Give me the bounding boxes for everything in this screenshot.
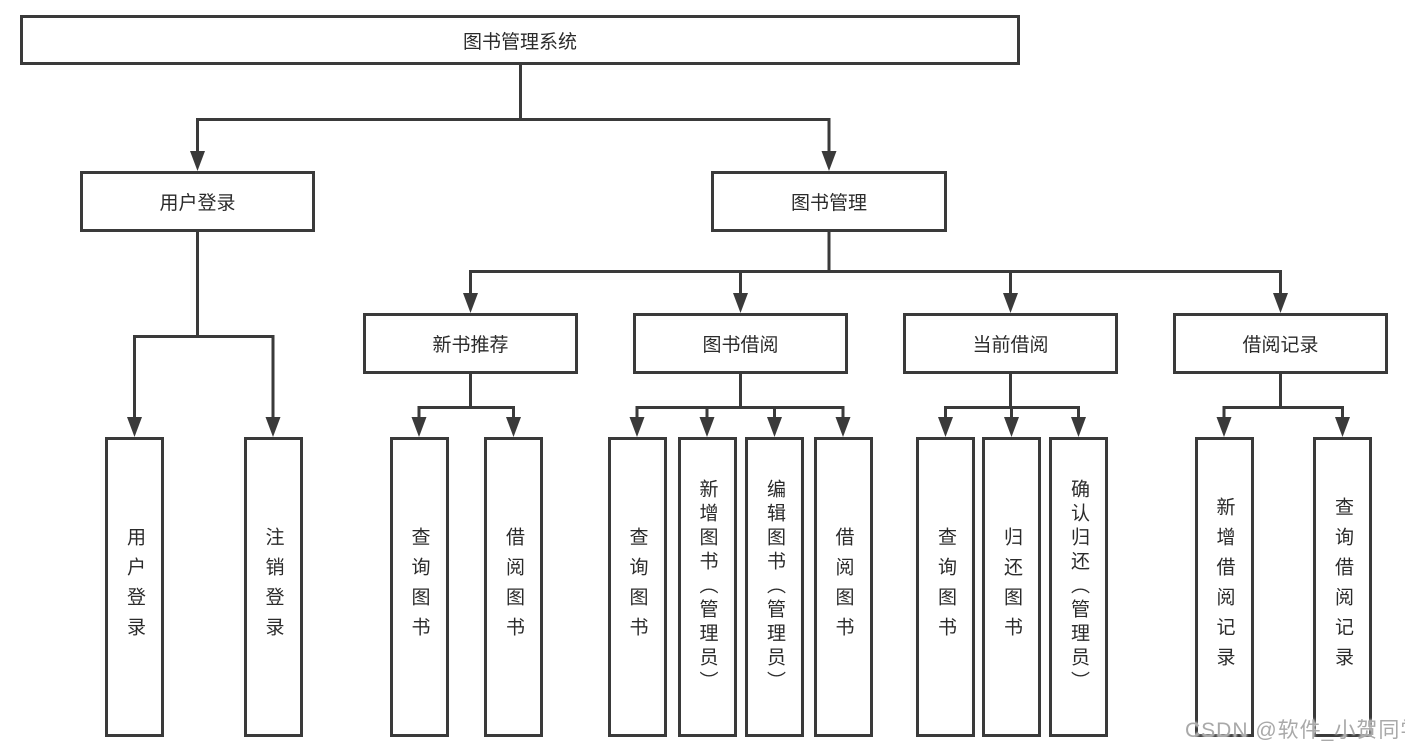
node-leaf-confirm-return-admin: 确认归还（管理员） — [1049, 437, 1108, 737]
node-book-borrowing: 图书借阅 — [633, 313, 848, 374]
edge-current-borrowing-children — [938, 374, 1086, 437]
node-label: 查询图书 — [626, 527, 648, 647]
node-label: 图书借阅 — [702, 335, 779, 356]
node-library-system: 图书管理系统 — [20, 15, 1020, 65]
node-leaf-borrow-books: 借阅图书 — [813, 437, 873, 737]
edge-book-management-children — [463, 232, 1288, 313]
node-label: 查询图书 — [408, 527, 430, 647]
node-leaf-query-books-recommend: 查询图书 — [389, 437, 449, 737]
node-book-management: 图书管理 — [711, 171, 947, 232]
node-leaf-user-login: 用户登录 — [105, 437, 164, 737]
node-leaf-query-books-current: 查询图书 — [916, 437, 975, 737]
node-leaf-add-borrow-record: 新增借阅记录 — [1194, 437, 1254, 737]
node-borrow-records: 借阅记录 — [1173, 313, 1388, 374]
node-label: 新增图书（管理员） — [696, 479, 718, 695]
node-new-book-recommend: 新书推荐 — [363, 313, 578, 374]
edge-book-borrowing-children — [629, 374, 851, 437]
node-label: 归还图书 — [1001, 527, 1022, 647]
node-label: 确认归还（管理员） — [1068, 479, 1089, 695]
node-label: 借阅记录 — [1242, 335, 1319, 356]
node-label: 借阅图书 — [832, 527, 854, 647]
node-leaf-edit-books-admin: 编辑图书（管理员） — [745, 437, 804, 737]
edge-user-login-children — [127, 232, 281, 437]
node-label: 图书管理系统 — [462, 31, 577, 53]
node-user-login: 用户登录 — [80, 171, 315, 232]
node-label: 注销登录 — [262, 527, 284, 647]
node-label: 查询图书 — [935, 527, 956, 647]
node-leaf-borrow-books-recommend: 借阅图书 — [484, 437, 543, 737]
node-label: 借阅图书 — [503, 527, 524, 647]
edge-root-to-level2 — [190, 65, 837, 171]
node-label: 查询借阅记录 — [1332, 497, 1353, 677]
node-leaf-add-books-admin: 新增图书（管理员） — [677, 437, 737, 737]
node-label: 编辑图书（管理员） — [764, 479, 785, 695]
watermark: CSDN @软件_小贺同学 — [1185, 719, 1405, 742]
node-leaf-logout: 注销登录 — [243, 437, 303, 737]
node-label: 当前借阅 — [972, 335, 1049, 356]
node-current-borrowing: 当前借阅 — [903, 313, 1118, 374]
edge-new-book-recommend-children — [411, 374, 521, 437]
node-leaf-query-borrow-record: 查询借阅记录 — [1313, 437, 1372, 737]
node-leaf-return-books: 归还图书 — [982, 437, 1041, 737]
node-label: 新增借阅记录 — [1213, 497, 1235, 677]
node-label: 新书推荐 — [432, 335, 509, 356]
node-label: 用户登录 — [159, 193, 236, 214]
node-leaf-query-books-borrowing: 查询图书 — [607, 437, 667, 737]
edge-borrow-records-children — [1216, 374, 1350, 437]
node-label: 用户登录 — [124, 527, 145, 647]
node-label: 图书管理 — [790, 193, 867, 214]
